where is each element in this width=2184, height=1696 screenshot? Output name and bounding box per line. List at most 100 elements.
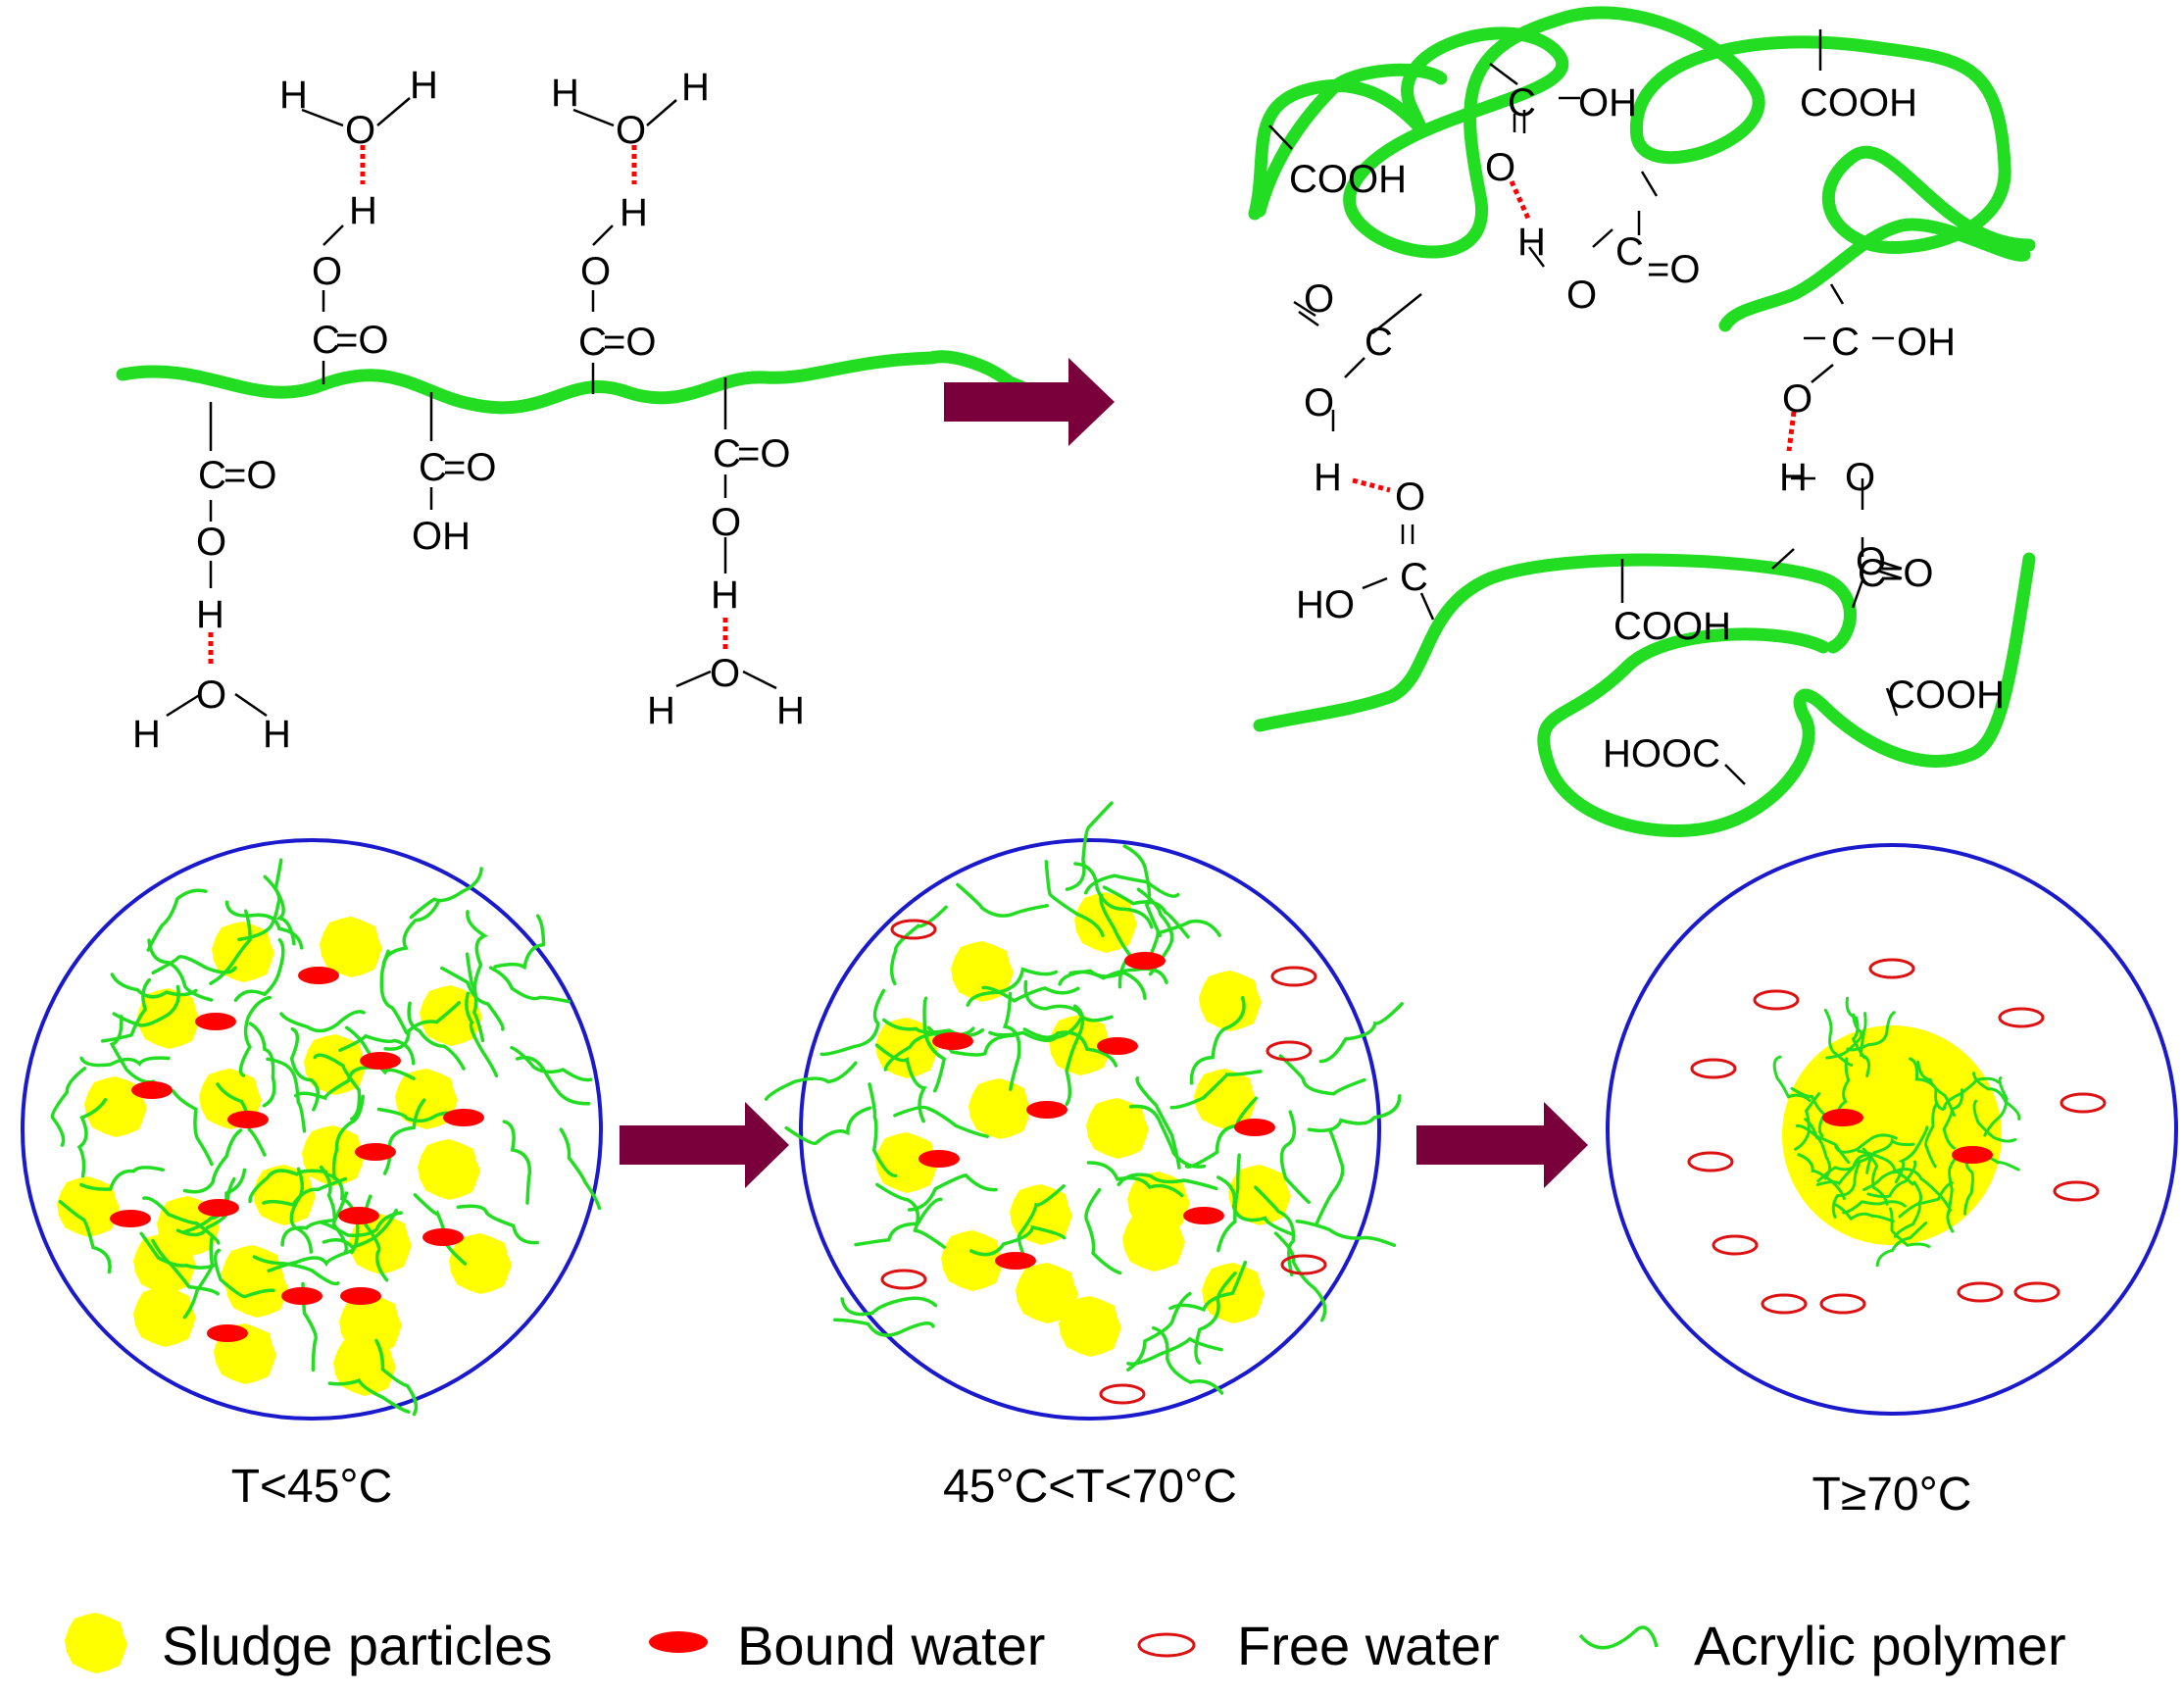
polymer-strand [1865,1137,1915,1174]
polymer-strand [922,996,947,1093]
free-water-drop [1099,1383,1146,1405]
group-label: C [1508,81,1536,125]
polymer-strand [1845,996,1866,1060]
bound-water-drop [207,1324,248,1342]
free-water-drop [1687,1151,1734,1172]
polymer-strand [1168,1260,1248,1313]
scene-1: T<45°C [21,838,603,1513]
polymer-strand [1833,1203,1895,1223]
polymer-strand [1216,1175,1296,1237]
sludge-particle [253,1165,316,1225]
polymer-strand [1790,1086,1826,1137]
polymer-strand [833,1318,935,1337]
scene-3-circle [1606,843,2178,1416]
group-label: O [1395,475,1425,519]
scene-1-circle [21,838,603,1421]
scene-2-circle [799,838,1381,1421]
polymer-strand [147,938,214,1002]
free-water-drop [1270,966,1317,987]
polymer-strand [875,1182,947,1249]
polymer-strand [1126,1291,1192,1372]
polymer-strand [1942,1088,1964,1150]
polymer-strand [79,1166,166,1191]
polymer-strand [966,967,1059,1007]
polymer-strand [784,1106,872,1146]
atom: O [710,652,740,695]
atom: O [196,673,226,717]
polymer-strand [1065,801,1114,891]
polymer-strand [1963,1149,1974,1216]
group-label: O [1485,146,1515,189]
polymer-strand [280,1191,349,1247]
group-label: O [1304,381,1334,424]
polymer-strand [1804,1118,1832,1180]
atom: H [132,713,161,756]
group-label: OH [1897,321,1956,364]
sludge-particle [1016,1263,1078,1323]
polymer-strand [1983,1076,2009,1137]
polymer-strand [279,1010,366,1033]
polymer-strand [252,1255,340,1286]
atom: H [263,713,291,756]
atom: C [578,321,607,364]
group-label: O [1845,456,1875,499]
polymer-strand [515,1055,591,1106]
free-water-drop [1712,1234,1759,1256]
polymer-strand [1315,1127,1345,1225]
polymer-strand [1169,1070,1263,1110]
polymer-strand [338,1033,416,1066]
atom: H [776,689,805,732]
polymer-strand [559,1127,602,1211]
group-label: O [1304,277,1334,321]
polymer-strand [956,882,1049,918]
group-label: O [1782,377,1812,421]
bound-water-drop [422,1228,464,1246]
free-water-drop [890,919,937,940]
polymer-strand [238,995,272,1077]
atom: O [580,250,611,293]
bound-water-drop [1234,1119,1275,1136]
hydrogen-bonds-right [1352,179,1797,493]
group-label: C [1400,556,1428,599]
legend: Sludge particles Bound water Free water … [65,1613,2066,1676]
atom: =O [223,454,276,497]
polymer-strand [1022,1027,1118,1068]
group-label: C [1858,552,1886,595]
atom: =O [443,446,496,489]
polymer-strand [248,1169,328,1204]
polymer-strand [248,1022,276,1108]
group-label: COOH [1613,605,1731,648]
atom: OH [412,515,471,558]
polymer-strand [1972,1099,2017,1143]
polymer-strand [764,1061,858,1101]
polymer-coil-chains [1248,6,2036,837]
polymer-strand [1823,1008,1854,1067]
atom: H [410,64,438,107]
sludge-particle [941,1230,1004,1291]
polymer-strand [1866,1160,1917,1199]
bound-water-drop [1952,1146,1993,1164]
bound-water-drop [110,1210,151,1227]
polymer-strand [465,991,499,1078]
bound-water-drop [131,1081,173,1099]
legend-sludge-label: Sludge particles [162,1615,552,1676]
polymer-strand [267,1248,355,1272]
atom: H [196,593,224,636]
polymer-strand [1972,1072,2021,1121]
polymer-strand [1117,1172,1218,1191]
coiled-polymer-panel: COOH C OH O COOH H C =O O O C O C OH O H… [1248,6,2036,837]
polymer-strand [58,1200,112,1274]
arrow-right-top [944,358,1115,446]
legend-bound-water-label: Bound water [737,1615,1045,1676]
polymer-strand [262,1176,348,1208]
polymer-strand [407,1001,466,1071]
scene-3-caption: T≥70°C [1812,1469,1972,1521]
polymer-strand [493,914,546,971]
scene-1-caption: T<45°C [231,1461,393,1513]
polymer-strand [1862,1167,1923,1191]
polymer-strand [854,1197,943,1247]
polymer-backbone-linear [116,350,1046,415]
group-label: O [1566,274,1597,317]
bound-water-drop [443,1109,484,1126]
free-water-drop [2060,1092,2107,1114]
